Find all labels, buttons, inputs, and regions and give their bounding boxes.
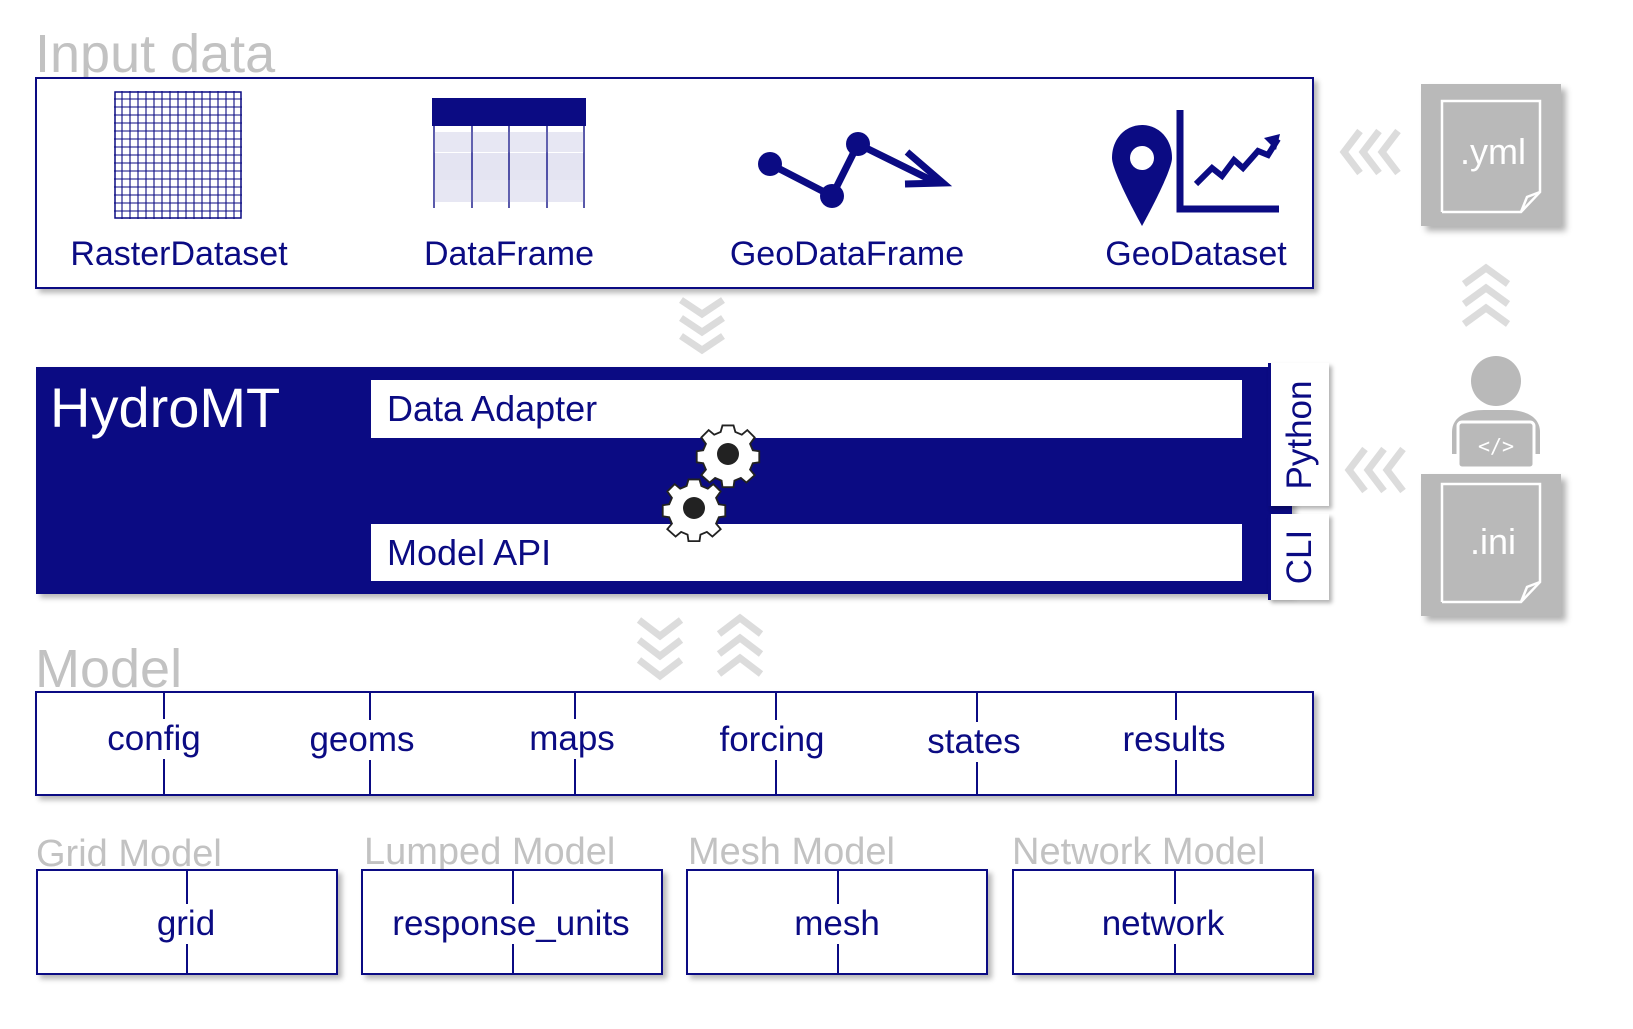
ini-file-card: .ini — [1421, 474, 1561, 616]
mesh-model-title: Mesh Model — [688, 831, 895, 873]
tab-python-label: Python — [1280, 380, 1319, 489]
model-title: Model — [35, 639, 183, 699]
component-results: results — [1120, 720, 1228, 760]
model-api-box: Model API — [371, 524, 1242, 581]
component-grid: grid — [154, 904, 218, 944]
tab-python[interactable]: Python — [1268, 363, 1329, 506]
svg-text:</>: </> — [1478, 434, 1514, 458]
polyline-arrow-icon — [758, 132, 953, 208]
yml-file-card: .yml — [1421, 84, 1561, 226]
chevron-down-icon — [636, 617, 684, 681]
chevron-up-icon — [716, 613, 764, 677]
hydromt-title: HydroMT — [50, 376, 281, 439]
tab-cli[interactable]: CLI — [1268, 514, 1329, 600]
network-model-title: Network Model — [1012, 831, 1266, 873]
component-forcing: forcing — [717, 720, 827, 760]
component-config: config — [105, 719, 203, 759]
yml-file-label: .yml — [1460, 131, 1526, 172]
lumped-model-title: Lumped Model — [364, 831, 616, 873]
data-adapter-label: Data Adapter — [387, 388, 598, 429]
grid-model-title: Grid Model — [36, 833, 222, 875]
input-data-panel — [35, 77, 1314, 289]
component-mesh: mesh — [792, 904, 882, 944]
input-label-rasterdataset: RasterDataset — [70, 235, 288, 273]
component-maps: maps — [527, 719, 617, 759]
chevron-left-icon — [1344, 446, 1406, 494]
model-components-panel — [35, 691, 1314, 796]
tab-cli-label: CLI — [1280, 529, 1319, 585]
component-network: network — [1099, 904, 1227, 944]
component-geoms: geoms — [307, 720, 417, 760]
input-label-dataframe: DataFrame — [423, 235, 595, 273]
gear-icon — [695, 424, 761, 489]
table-icon — [432, 98, 586, 208]
input-label-geodataframe: GeoDataFrame — [729, 235, 965, 273]
input-label-geodataset: GeoDataset — [1105, 235, 1287, 273]
user-laptop-icon: </> — [1452, 356, 1540, 470]
raster-grid-icon — [114, 91, 242, 219]
chevron-left-icon — [1339, 128, 1401, 176]
ini-file-label: .ini — [1469, 521, 1517, 562]
chevron-down-icon — [679, 297, 725, 355]
location-timeseries-icon — [1112, 110, 1281, 226]
model-api-label: Model API — [387, 531, 552, 573]
chevron-up-icon — [1461, 263, 1511, 327]
component-response-units: response_units — [390, 904, 632, 944]
component-states: states — [925, 722, 1023, 762]
gear-icon — [661, 478, 727, 543]
input-data-title: Input data — [35, 24, 276, 84]
data-adapter-box: Data Adapter — [371, 380, 1242, 438]
